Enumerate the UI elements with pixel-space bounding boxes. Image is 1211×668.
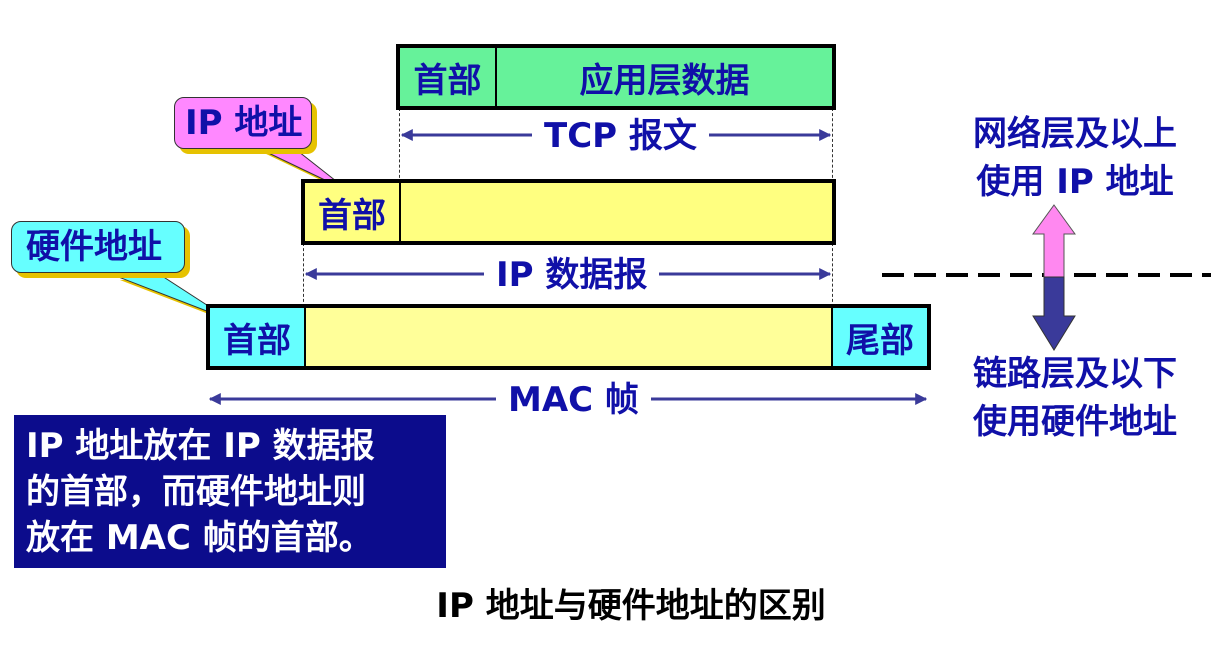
tcp-right-guide (832, 108, 833, 183)
ip-right-guide (832, 243, 833, 307)
up-arrow-icon (1032, 204, 1076, 278)
tcp-header-cell: 首部 (400, 48, 497, 106)
figure-caption: IP 地址与硬件地址的区别 (436, 586, 826, 626)
lower-layer-label: 链路层及以下 使用硬件地址 (950, 350, 1200, 446)
ip-header-cell: 首部 (305, 183, 401, 241)
mac-payload-cell (306, 308, 831, 366)
ip-address-callout: IP 地址 (174, 97, 312, 149)
mac-frame: 首部 尾部 (206, 304, 931, 370)
tcp-data-cell: 应用层数据 (579, 60, 750, 101)
mac-trailer-cell: 尾部 (831, 308, 927, 366)
down-arrow-icon (1032, 276, 1076, 351)
hw-callout-tail-shadow (120, 280, 232, 323)
lower-layer-line2: 使用硬件地址 (973, 402, 1177, 442)
note-line-3: 放在 MAC 帧的首部。 (26, 518, 373, 558)
note-line-1: IP 地址放在 IP 数据报 (26, 426, 375, 466)
explanation-note: IP 地址放在 IP 数据报 的首部，而硬件地址则 放在 MAC 帧的首部。 (14, 415, 446, 568)
upper-layer-label: 网络层及以上 使用 IP 地址 (950, 110, 1200, 206)
note-line-2: 的首部，而硬件地址则 (26, 472, 366, 512)
mac-header-cell: 首部 (210, 308, 306, 366)
upper-layer-line2: 使用 IP 地址 (976, 162, 1174, 202)
ip-datagram: 首部 (301, 179, 836, 245)
lower-layer-line1: 链路层及以下 (973, 354, 1177, 394)
tcp-left-guide (399, 108, 400, 183)
ip-payload-cell (401, 183, 832, 241)
ip-span-label: IP 数据报 (484, 255, 660, 295)
ip-left-guide (303, 243, 304, 307)
mac-span-label: MAC 帧 (496, 380, 651, 420)
upper-layer-line1: 网络层及以上 (973, 114, 1177, 154)
tcp-segment: 首部 应用层数据 (396, 44, 836, 110)
tcp-span-label: TCP 报文 (532, 116, 709, 156)
ip-address-callout-text: IP 地址 (185, 103, 303, 143)
hardware-address-callout-text: 硬件地址 (26, 227, 162, 267)
hardware-address-callout: 硬件地址 (11, 221, 185, 273)
